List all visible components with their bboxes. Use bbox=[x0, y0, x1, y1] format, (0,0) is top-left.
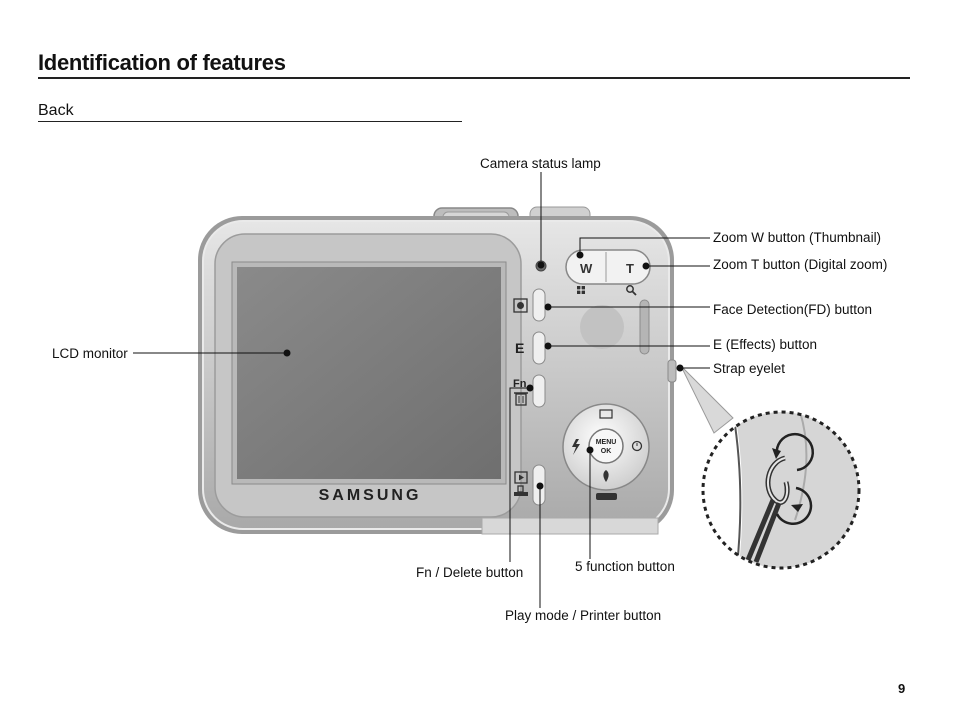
play-icon bbox=[514, 471, 528, 484]
callout-dots bbox=[283, 251, 684, 490]
grip bbox=[639, 299, 650, 355]
grip-pad bbox=[580, 305, 624, 349]
strap-eyelet bbox=[667, 359, 677, 383]
callout-zoom-w: Zoom W button (Thumbnail) bbox=[713, 230, 882, 245]
callout-play-printer: Play mode / Printer button bbox=[505, 608, 662, 623]
callout-effects: E (Effects) button bbox=[713, 337, 818, 352]
self-timer-icon bbox=[631, 440, 643, 452]
brand-logo: SAMSUNG bbox=[319, 487, 422, 504]
strap-detail-inset bbox=[701, 410, 861, 570]
zoom-w-glyph: W bbox=[580, 261, 593, 276]
callout-face-detection: Face Detection(FD) button bbox=[713, 302, 873, 317]
fd-button bbox=[532, 288, 546, 322]
page-title: Identification of features bbox=[38, 50, 286, 75]
magnifier-icon bbox=[626, 285, 637, 296]
fn-glyph: Fn bbox=[513, 378, 527, 390]
callout-zoom-t: Zoom T button (Digital zoom) bbox=[713, 257, 888, 272]
printer-icon bbox=[514, 485, 528, 496]
effects-glyph: E bbox=[515, 340, 524, 356]
title-rule bbox=[38, 77, 910, 79]
menu-glyph: MENU bbox=[596, 439, 617, 446]
menu-ok-button bbox=[588, 428, 624, 464]
trash-icon bbox=[514, 392, 528, 406]
macro-icon bbox=[603, 470, 609, 482]
ok-glyph: OK bbox=[601, 448, 612, 455]
callout-status-lamp: Camera status lamp bbox=[480, 156, 601, 171]
display-icon bbox=[599, 409, 613, 419]
callout-fn-delete: Fn / Delete button bbox=[416, 565, 524, 580]
flash-icon bbox=[572, 439, 580, 455]
callout-lcd: LCD monitor bbox=[52, 346, 128, 361]
zoom-cone bbox=[680, 365, 734, 434]
lcd-screen bbox=[237, 267, 501, 479]
callout-strap: Strap eyelet bbox=[713, 361, 786, 376]
bottom-seam bbox=[481, 517, 659, 535]
face-detection-icon bbox=[513, 298, 528, 313]
callout-lines bbox=[133, 172, 710, 608]
zoom-rocker bbox=[565, 249, 651, 285]
section-rule bbox=[38, 121, 462, 122]
section-title: Back bbox=[38, 102, 74, 119]
fn-button bbox=[532, 374, 546, 408]
play-pause-icon bbox=[596, 493, 617, 500]
zoom-t-glyph: T bbox=[626, 261, 634, 276]
thumbnail-icon bbox=[577, 286, 585, 294]
effects-button bbox=[532, 331, 546, 365]
page-number: 9 bbox=[898, 681, 906, 696]
callout-five-function: 5 function button bbox=[575, 559, 675, 574]
